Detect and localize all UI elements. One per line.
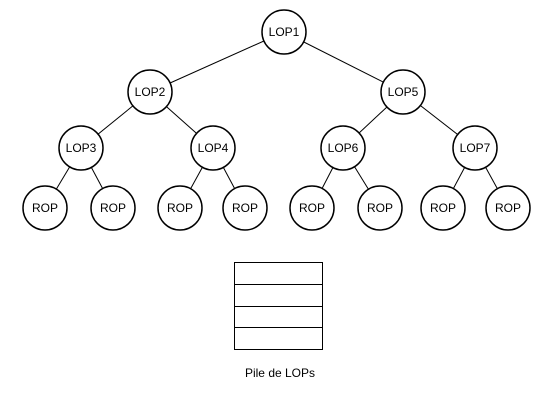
node-circle (58, 125, 104, 171)
node-circle (157, 185, 203, 231)
tree-node-lop1: LOP1 (261, 9, 307, 55)
node-label: LOP6 (328, 141, 359, 155)
tree-node-rop: ROP (420, 185, 466, 231)
node-circle (22, 185, 68, 231)
node-circle (380, 69, 426, 115)
edge-n1-n2 (149, 31, 285, 93)
node-label: ROP (430, 201, 456, 215)
tree-node-rop: ROP (357, 185, 403, 231)
stack-slot (235, 328, 322, 349)
stack-label: Pile de LOPs (244, 366, 316, 380)
lop-stack (234, 262, 323, 350)
node-label: LOP3 (66, 141, 97, 155)
tree-node-lop6: LOP6 (320, 125, 366, 171)
node-circle (485, 185, 531, 231)
node-label: ROP (367, 201, 393, 215)
node-circle (452, 125, 498, 171)
tree-node-rop: ROP (289, 185, 335, 231)
node-label: ROP (232, 201, 258, 215)
stack-slot (235, 307, 322, 329)
node-circle (261, 9, 307, 55)
node-circle (127, 69, 173, 115)
tree-node-lop4: LOP4 (190, 125, 236, 171)
node-label: ROP (32, 201, 58, 215)
node-circle (190, 125, 236, 171)
node-circle (357, 185, 403, 231)
node-circle (320, 125, 366, 171)
tree-edges (44, 31, 509, 209)
node-circle (222, 185, 268, 231)
node-label: LOP4 (198, 141, 229, 155)
tree-node-lop5: LOP5 (380, 69, 426, 115)
node-label: ROP (299, 201, 325, 215)
tree-node-lop7: LOP7 (452, 125, 498, 171)
node-circle (420, 185, 466, 231)
tree-node-rop: ROP (485, 185, 531, 231)
node-label: LOP5 (388, 85, 419, 99)
node-circle (289, 185, 335, 231)
node-label: ROP (100, 201, 126, 215)
tree-node-rop: ROP (22, 185, 68, 231)
node-label: LOP7 (460, 141, 491, 155)
tree-node-lop2: LOP2 (127, 69, 173, 115)
stack-slot (235, 263, 322, 285)
node-label: ROP (167, 201, 193, 215)
node-circle (90, 185, 136, 231)
tree-node-rop: ROP (222, 185, 268, 231)
tree-node-rop: ROP (157, 185, 203, 231)
node-label: LOP1 (269, 25, 300, 39)
node-label: LOP2 (135, 85, 166, 99)
tree-node-rop: ROP (90, 185, 136, 231)
node-label: ROP (495, 201, 521, 215)
tree-node-lop3: LOP3 (58, 125, 104, 171)
stack-slot (235, 285, 322, 307)
